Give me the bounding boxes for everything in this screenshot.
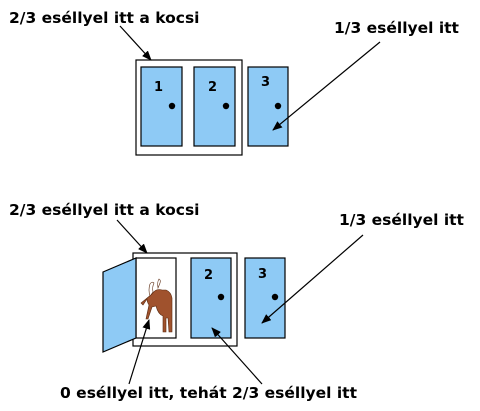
door-knob [222, 102, 230, 110]
door-number: 1 [154, 80, 163, 95]
top-door-3[interactable]: 3 [247, 66, 289, 147]
bottom-group-arrow [116, 219, 148, 254]
top-group-arrow [119, 25, 152, 61]
bottom-door-1-opened[interactable] [102, 257, 177, 353]
door-knob [217, 293, 225, 301]
door-knob [168, 102, 176, 110]
goat-icon [140, 278, 173, 333]
bottom-single-label: 1/3 eséllyel itt [339, 211, 464, 229]
door-number: 2 [204, 268, 213, 283]
top-group-label: 2/3 eséllyel itt a kocsi [9, 9, 200, 27]
door-knob [271, 293, 279, 301]
door-number: 3 [258, 267, 267, 282]
bottom-door-2[interactable]: 2 [190, 257, 232, 339]
door-number: 2 [208, 80, 217, 95]
top-single-arrow [272, 41, 381, 131]
bottom-opened-label: 0 eséllyel itt, tehát 2/3 eséllyel itt [60, 384, 357, 402]
bottom-single-arrow [261, 234, 364, 324]
bottom-switch-arrow [211, 327, 263, 385]
top-single-label: 1/3 eséllyel itt [334, 19, 459, 37]
top-door-2[interactable]: 2 [193, 66, 236, 147]
open-door-leaf [102, 257, 137, 353]
door-knob [274, 102, 282, 110]
top-door-1[interactable]: 1 [140, 66, 183, 147]
bottom-door-3[interactable]: 3 [244, 257, 286, 339]
bottom-opened-arrow [128, 319, 151, 385]
top-group-frame [135, 59, 243, 156]
door-number: 3 [261, 75, 270, 90]
bottom-group-label: 2/3 eséllyel itt a kocsi [9, 201, 200, 219]
